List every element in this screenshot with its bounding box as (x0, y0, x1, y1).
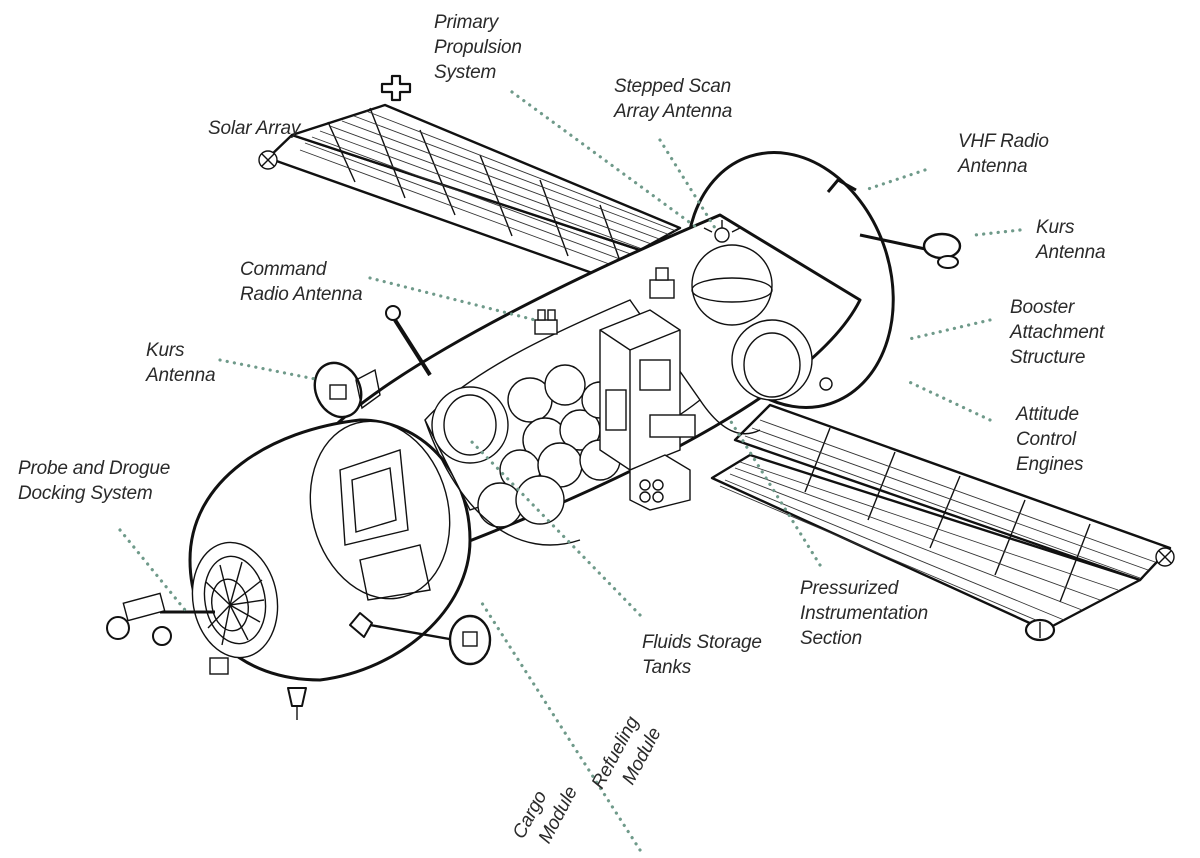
label-booster-attachment: Booster Attachment Structure (1009, 297, 1109, 368)
probe (106, 592, 373, 720)
label-probe-drogue: Probe and Drogue Docking System (18, 458, 175, 504)
instrumentation-boxes (599, 309, 696, 511)
stepped-scan-antenna-base (649, 279, 675, 299)
label-solar-array: Solar Array (208, 118, 302, 139)
antenna-mast (385, 305, 432, 377)
labels: Primary Propulsion System Stepped Scan A… (18, 12, 1109, 854)
label-fluids-storage: Fluids Storage Tanks (642, 632, 767, 678)
hull (106, 151, 962, 720)
solar-array-left (258, 74, 682, 282)
propulsion-spheres (691, 220, 813, 401)
label-refueling-module: Refueling Module (588, 709, 668, 804)
label-kurs-antenna-right: Kurs Antenna (1035, 217, 1105, 263)
leader-lines (118, 90, 1022, 852)
command-radio-antenna (534, 309, 558, 335)
label-refueling-module-group: Refueling Module (588, 709, 668, 804)
fluid-tanks (431, 364, 621, 528)
label-attitude-control: Attitude Control Engines (1015, 404, 1084, 475)
kurs-antenna-right (859, 232, 962, 269)
label-cargo-module: Cargo Module (509, 771, 582, 854)
label-vhf-radio-antenna: VHF Radio Antenna (957, 131, 1054, 177)
label-cargo-module-group: Cargo Module (509, 771, 582, 854)
label-stepped-scan-antenna: Stepped Scan Array Antenna (613, 76, 736, 122)
label-pressurized-instrumentation: Pressurized Instrumentation Section (800, 578, 933, 649)
label-kurs-antenna-left: Kurs Antenna (145, 340, 215, 386)
solar-array-right (710, 403, 1175, 642)
label-command-radio-antenna: Command Radio Antenna (240, 259, 362, 305)
vhf-antenna (826, 178, 857, 193)
kurs-antenna-left (313, 361, 381, 419)
label-primary-propulsion: Primary Propulsion System (434, 12, 527, 83)
